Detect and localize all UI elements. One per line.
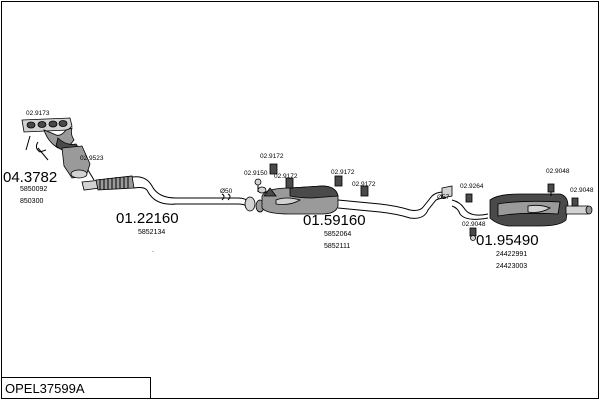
part-ref-rear-1: 24422991: [496, 251, 527, 258]
acc-label-rear-3: 02.9048: [570, 187, 594, 194]
part-ref-middle-1: 5852064: [324, 231, 351, 238]
acc-label-middle-2: 02.9150: [244, 170, 268, 177]
part-ref-manifold-1: 5850092: [20, 186, 47, 193]
middle-silencer-part[interactable]: [244, 185, 447, 219]
rear-accessories[interactable]: [465, 193, 477, 241]
front-pipe-part[interactable]: [95, 175, 249, 207]
acc-label-manifold-bolt: 02.9523: [80, 155, 104, 162]
acc-label-middle-3: 02.9172: [274, 173, 298, 180]
manifold-part[interactable]: [21, 117, 91, 179]
front-pipe-line: [131, 176, 249, 203]
part-ref-middle-2: 5852111: [324, 243, 350, 250]
part-number-front-pipe: 01.22160: [116, 210, 179, 227]
middle-outlet-line: [337, 191, 445, 211]
acc-label-manifold-gasket: 02.9173: [26, 110, 50, 117]
acc-label-rear-2: 02.9048: [546, 168, 570, 175]
rear-hanger-icon: [465, 193, 473, 203]
part-number-rear: 01.95490: [476, 232, 539, 249]
acc-label-rear-1: 02.9264: [460, 183, 484, 190]
part-ref-rear-2: 24423003: [496, 263, 527, 270]
part-number-middle: 01.59160: [303, 212, 366, 229]
rubber-hanger-icon: [269, 163, 278, 175]
middle-accessories[interactable]: [221, 163, 369, 201]
rear-inlet-line: [451, 199, 489, 216]
part-ref-manifold-2: 850300: [20, 198, 43, 205]
part-ref-front-pipe-1: 5852134: [138, 229, 165, 236]
acc-label-rear-clamp: Ø57: [437, 194, 450, 201]
acc-label-middle-5: 02.9172: [352, 181, 376, 188]
acc-label-clamp-50: Ø50: [220, 188, 233, 195]
acc-label-middle-4: 02.9172: [331, 169, 355, 176]
part-ref-front-pipe-mark: .: [152, 247, 154, 254]
acc-label-middle-1: 02.9172: [260, 153, 284, 160]
part-number-manifold: 04.3782: [3, 169, 57, 186]
acc-label-rear-4: 02.9048: [462, 221, 486, 228]
rear-silencer-part[interactable]: [441, 183, 593, 227]
code-box: [1, 377, 151, 399]
diagram-code: OPEL37599A: [5, 381, 85, 396]
